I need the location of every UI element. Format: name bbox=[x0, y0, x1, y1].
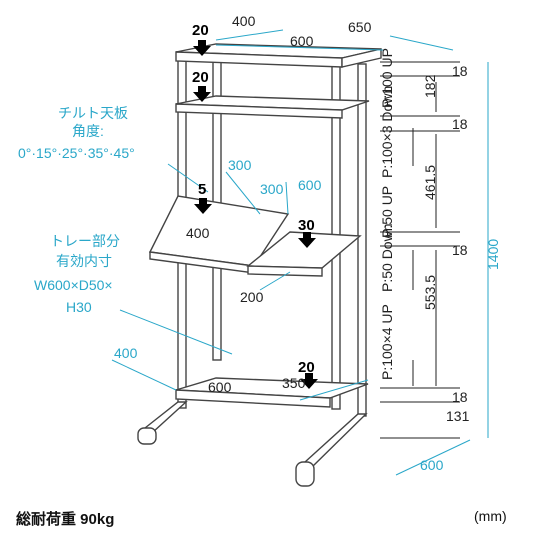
total-load: 総耐荷重 90kg bbox=[16, 511, 115, 528]
pitch-mid3: P:50 Down bbox=[379, 224, 395, 292]
pitch-top: P:100 UP bbox=[379, 48, 395, 108]
top-shelf-width: 600 bbox=[290, 33, 314, 49]
load-arrows bbox=[193, 40, 318, 389]
tray-title: トレー部分 bbox=[50, 233, 120, 249]
second-load: 20 bbox=[192, 69, 209, 86]
bottom-depth: 350 bbox=[282, 375, 306, 391]
dim-553: 553.5 bbox=[422, 275, 438, 310]
top-thickness: 18 bbox=[452, 63, 468, 79]
side-width: 600 bbox=[298, 177, 322, 193]
cart-frame bbox=[137, 43, 382, 487]
tray-depth: 200 bbox=[240, 289, 264, 305]
tilt-width: 400 bbox=[186, 225, 210, 241]
tray-sub: 有効内寸 bbox=[56, 253, 112, 269]
overall-height: 1400 bbox=[485, 239, 501, 270]
bottom-width: 600 bbox=[208, 379, 232, 395]
cyan-lines bbox=[111, 29, 489, 476]
tilt-load: 5 bbox=[198, 181, 206, 198]
pitch-mid1: P:100×3 Down bbox=[379, 86, 395, 178]
black-dim-lines bbox=[380, 61, 460, 439]
tilt-depth2: 300 bbox=[260, 181, 284, 197]
base-depth: 600 bbox=[420, 457, 444, 473]
tilt-angle-label: 角度: bbox=[72, 123, 104, 139]
bottom-load: 20 bbox=[298, 359, 315, 376]
top-load: 20 bbox=[192, 22, 209, 39]
side-load: 30 bbox=[298, 217, 315, 234]
unit-label: (mm) bbox=[474, 508, 507, 524]
pitch-low: P:100×4 UP bbox=[379, 304, 395, 380]
overall-depth: 400 bbox=[232, 13, 256, 29]
pitch-mid2: P:50 UP bbox=[379, 186, 395, 238]
bottom-side-depth: 400 bbox=[114, 345, 138, 361]
tilt-title: チルト天板 bbox=[58, 105, 128, 121]
tilt-angles: 0°·15°·25°·35°·45° bbox=[18, 145, 135, 161]
side-thickness: 18 bbox=[452, 242, 468, 258]
tray-size: W600×D50× bbox=[34, 277, 113, 293]
overall-width: 650 bbox=[348, 19, 372, 35]
tray-height: H30 bbox=[66, 299, 92, 315]
bottom-clearance: 131 bbox=[446, 408, 470, 424]
bottom-thickness: 18 bbox=[452, 389, 468, 405]
dim-461: 461.5 bbox=[422, 165, 438, 200]
tilt-depth: 300 bbox=[228, 157, 252, 173]
second-thickness: 18 bbox=[452, 116, 468, 132]
dim-182: 182 bbox=[422, 74, 438, 98]
